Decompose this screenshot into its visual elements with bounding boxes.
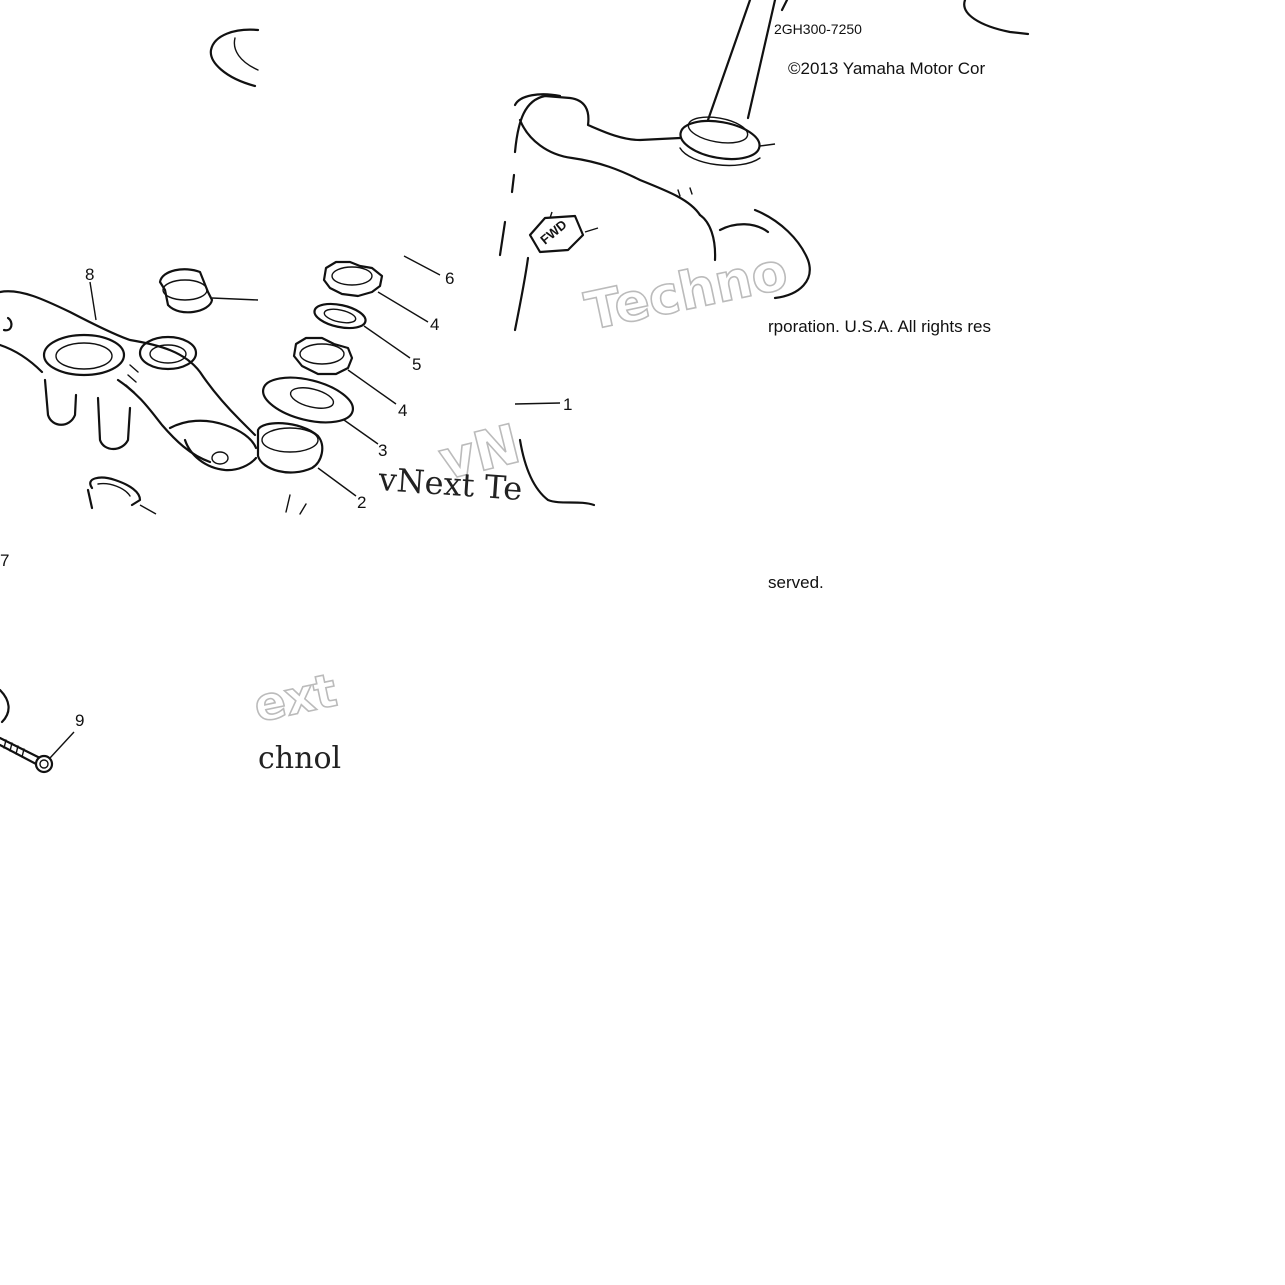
callout-7: 7: [0, 551, 9, 570]
watermark-chnol: chnol: [258, 741, 341, 776]
callout-3: 3: [378, 441, 387, 460]
bearing: [256, 422, 357, 515]
callout-9: 9: [75, 711, 84, 730]
bearing-cover: [262, 376, 379, 445]
lower-bracket-part-8: [0, 290, 258, 515]
ring-nut-lower: [292, 336, 397, 405]
cap-nut: [158, 268, 259, 314]
callout-8: 8: [85, 265, 94, 284]
callout-5: 5: [412, 355, 421, 374]
callout-4-upper: 4: [430, 315, 439, 334]
steering-head-assembly: [498, 0, 1030, 507]
bolt-part-9: [0, 688, 75, 774]
lock-washer: [313, 302, 411, 359]
copyright-line-1: ©2013 Yamaha Motor Cor: [788, 59, 985, 78]
copyright-line-3: served.: [768, 573, 824, 592]
watermark-ext: ext: [249, 663, 341, 733]
ring-nut-upper: [322, 260, 429, 323]
part-code: 2GH300-7250: [774, 21, 862, 37]
copyright-line-2: rporation. U.S.A. All rights res: [768, 317, 991, 336]
callout-2: 2: [357, 493, 366, 512]
fragment-top-left-cap: [209, 28, 260, 88]
watermark-techno: Techno: [580, 242, 792, 343]
callout-1: 1: [563, 395, 572, 414]
callout-6: 6: [445, 269, 454, 288]
callout-4-lower: 4: [398, 401, 407, 420]
